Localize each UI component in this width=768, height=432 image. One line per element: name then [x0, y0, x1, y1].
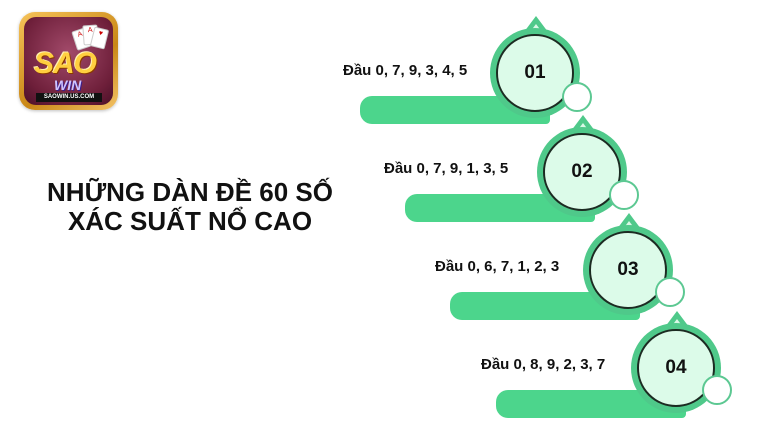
step-label: Đầu 0, 7, 9, 1, 3, 5	[384, 160, 509, 177]
page-title: NHỮNG DÀN ĐỀ 60 SỐ XÁC SUẤT NỔ CAO	[30, 178, 350, 236]
logo-brand-text: SAO	[34, 47, 97, 80]
step-dot	[562, 82, 592, 112]
step-dot	[655, 277, 685, 307]
logo-brand-sub: WIN	[54, 77, 82, 93]
logo-url: SAOWIN.US.COM	[36, 93, 102, 102]
title-line-2: XÁC SUẤT NỔ CAO	[67, 206, 313, 236]
logo-badge: A A ♥ SAO WIN SAOWIN.US.COM	[24, 17, 113, 105]
step-number: 02	[543, 133, 621, 211]
saowin-logo: A A ♥ SAO WIN SAOWIN.US.COM	[19, 12, 118, 110]
step-label: Đầu 0, 8, 9, 2, 3, 7	[481, 356, 606, 373]
step-dot	[702, 375, 732, 405]
step-number: 01	[496, 34, 574, 112]
step-number: 03	[589, 231, 667, 309]
step-number: 04	[637, 329, 715, 407]
step-label: Đầu 0, 6, 7, 1, 2, 3	[435, 258, 560, 275]
step-dot	[609, 180, 639, 210]
title-line-1: NHỮNG DÀN ĐỀ 60 SỐ	[47, 177, 333, 207]
step-label: Đầu 0, 7, 9, 3, 4, 5	[343, 62, 468, 79]
